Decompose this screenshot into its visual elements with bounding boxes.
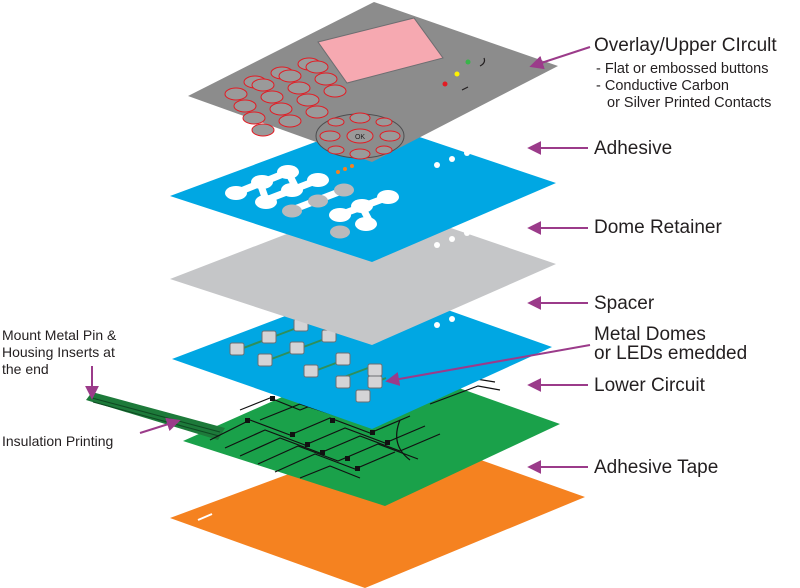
adhesive-tape-layer xyxy=(170,432,585,588)
display-window xyxy=(317,17,444,84)
label-overlay: Overlay/Upper CIrcult xyxy=(594,35,777,56)
label-insulation-printing: Insulation Printing xyxy=(2,433,114,449)
lower-circuit-layer xyxy=(86,357,560,506)
adhesive-layer xyxy=(170,121,556,262)
label-lower-circuit: Lower Circuit xyxy=(594,375,705,396)
overlay-note-1: - Flat or embossed buttons xyxy=(596,61,769,77)
label-adhesive: Adhesive xyxy=(594,138,673,159)
callout-arrows xyxy=(85,46,591,474)
overlay-note-2: - Conductive Carbon xyxy=(596,78,729,94)
label-spacer: Spacer xyxy=(594,293,655,314)
label-dome-retainer: Dome Retainer xyxy=(594,217,722,238)
label-adhesive-tape: Adhesive Tape xyxy=(594,457,719,478)
ok-key-label: OK xyxy=(355,134,365,141)
overlay-note-3: or Silver Printed Contacts xyxy=(607,95,772,111)
metal-domes xyxy=(229,318,387,403)
dome-retainer-layer xyxy=(170,201,556,345)
label-metal-domes: Metal Domes or LEDs emedded xyxy=(594,324,748,364)
spacer-layer xyxy=(172,283,552,429)
overlay-layer: OK xyxy=(188,2,558,162)
label-mount-pin: Mount Metal Pin & Housing Inserts at the… xyxy=(2,327,117,377)
